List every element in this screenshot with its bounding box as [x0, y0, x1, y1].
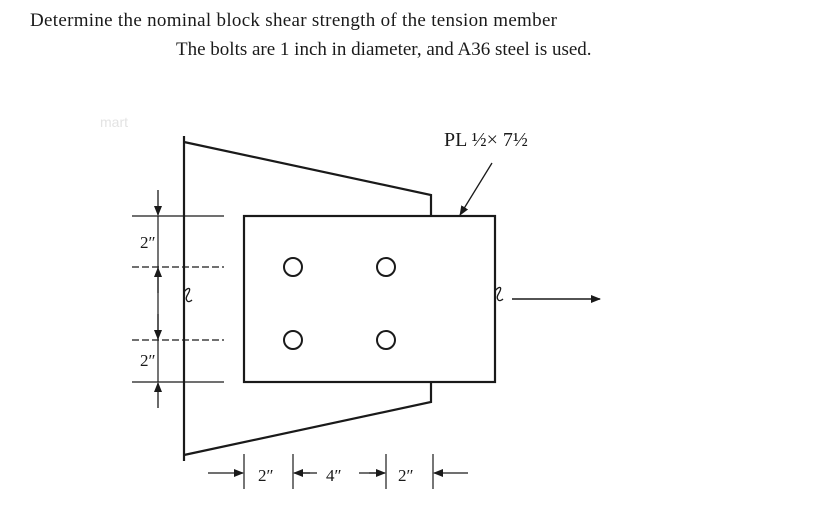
tension-plate [242, 214, 497, 384]
watermark-text: mart [100, 114, 128, 130]
vertical-dim-label-1: 2″ [140, 233, 156, 252]
vertical-dim-label-2: 2″ [140, 351, 156, 370]
plate-label-leader [459, 162, 493, 216]
bolt-holes [283, 257, 396, 350]
question-line-1: Determine the nominal block shear streng… [30, 10, 558, 31]
break-line-left [183, 287, 193, 303]
bolt-hole [283, 330, 303, 350]
gusset-plate [182, 136, 433, 461]
bolt-hole [376, 330, 396, 350]
horizontal-dim-label-2: 4″ [326, 466, 342, 485]
horizontal-dim-label-3: 2″ [398, 466, 414, 485]
vertical-dimension-lines [132, 215, 224, 383]
bolt-hole [376, 257, 396, 277]
dim-label-background [317, 462, 359, 482]
question-line-2: The bolts are 1 inch in diameter, and A3… [176, 39, 592, 60]
horizontal-dim-label-1: 2″ [258, 466, 274, 485]
plate-label: PL ½× 7½ [444, 129, 528, 151]
break-line-right [494, 286, 504, 302]
bolt-hole [283, 257, 303, 277]
